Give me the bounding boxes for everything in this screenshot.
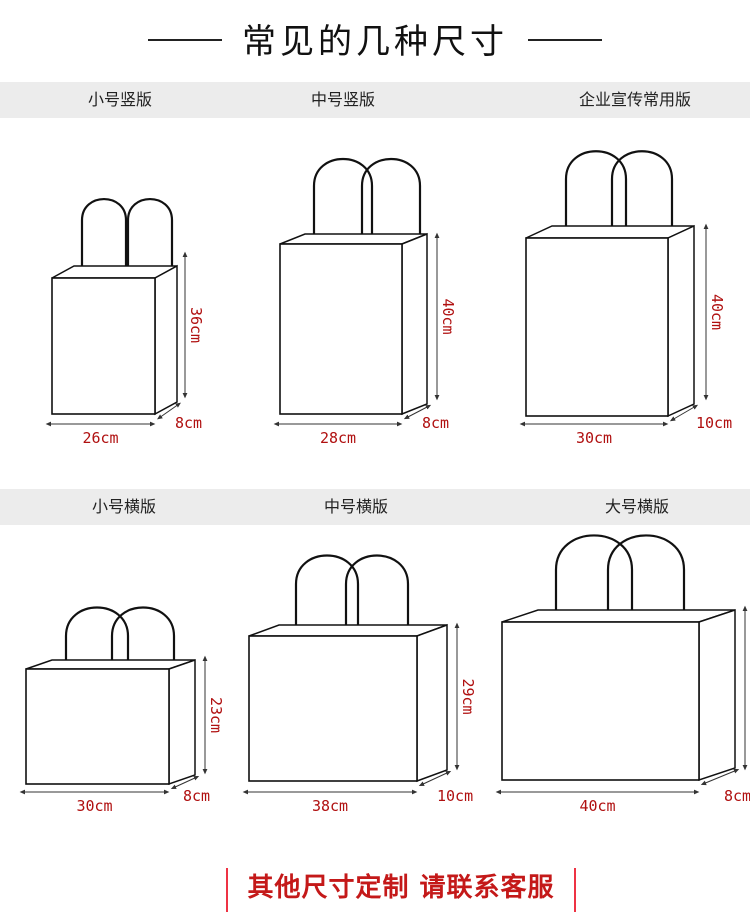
bag-handle [64,606,130,671]
depth-label: 8cm [183,787,210,805]
width-label: 30cm [576,429,612,447]
bag-top-face [525,225,695,239]
bag-side-face [401,232,428,416]
depth-label: 10cm [437,787,473,805]
bag-label-medium-horizontal: 中号横版 [323,497,388,516]
bag-group: 26cm 36cm 8cm 28cm 40cm 8cm 30cm 40cm 10cm 30cm 23… [19,150,750,815]
depth-label: 8cm [175,414,202,432]
bag-handle [312,157,374,246]
bag-label-large-horizontal: 大号横版 [604,497,669,516]
size-band-row-1: 小号竖版 中号竖版 企业宣传常用版 [0,82,750,118]
title-row: 常见的几种尺寸 [0,0,750,80]
bag-side-face [698,608,736,782]
bag-top-face [501,609,736,623]
width-label: 26cm [82,429,118,447]
depth-dimension-line [669,404,699,422]
bag-side-face [667,224,695,418]
bag-handle [610,150,674,228]
title-line-right [528,39,602,41]
size-band-row-2: 小号横版 中号横版 大号横版 [0,489,750,525]
bag-front-face [51,277,156,415]
bag-top-face [248,624,448,637]
bag-side-face [154,264,178,416]
bag-label-small-horizontal: 小号横版 [91,497,156,516]
bag-handle [360,157,422,236]
depth-label: 10cm [696,414,732,432]
width-label: 38cm [312,797,348,815]
width-label: 30cm [76,797,112,815]
bag-handle [126,198,174,268]
bag-front-face [525,237,669,417]
bag-handle [344,554,410,627]
depth-dimension-line [403,404,432,420]
height-label: 23cm [207,697,225,733]
bag-side-face [416,623,448,783]
bag-handle [554,534,634,624]
bag-handle [564,150,628,240]
footer-custom-size-text: 其他尺寸定制 请联系客服 [247,873,555,903]
depth-label: 8cm [724,787,750,805]
height-label: 29cm [459,678,477,714]
depth-dimension-line [418,770,452,787]
footer-frame [226,868,576,912]
height-label: 40cm [439,298,457,334]
depth-dimension-line [700,768,740,786]
depth-dimension-line [170,776,200,789]
page-title: 常见的几种尺寸 [242,22,508,62]
bag-handle [80,198,128,280]
width-label: 28cm [320,429,356,447]
bag-label-medium-vertical: 中号竖版 [310,90,375,109]
width-label: 40cm [579,797,615,815]
title-line-left [148,39,222,41]
depth-label: 8cm [422,414,449,432]
bag-handle [294,554,360,638]
bag-front-face [501,621,700,781]
bag-label-small-vertical: 小号竖版 [87,90,152,109]
bag-front-face [25,668,170,785]
height-label: 40cm [708,294,726,330]
bag-top-face [25,659,196,670]
bag-handle [110,606,176,662]
depth-dimension-line [157,402,181,420]
bag-label-corporate: 企业宣传常用版 [578,90,691,109]
bag-handle [606,534,686,612]
bag-front-face [279,243,403,415]
height-label: 36cm [187,307,205,343]
bag-side-face [168,658,196,786]
bag-front-face [248,635,418,782]
